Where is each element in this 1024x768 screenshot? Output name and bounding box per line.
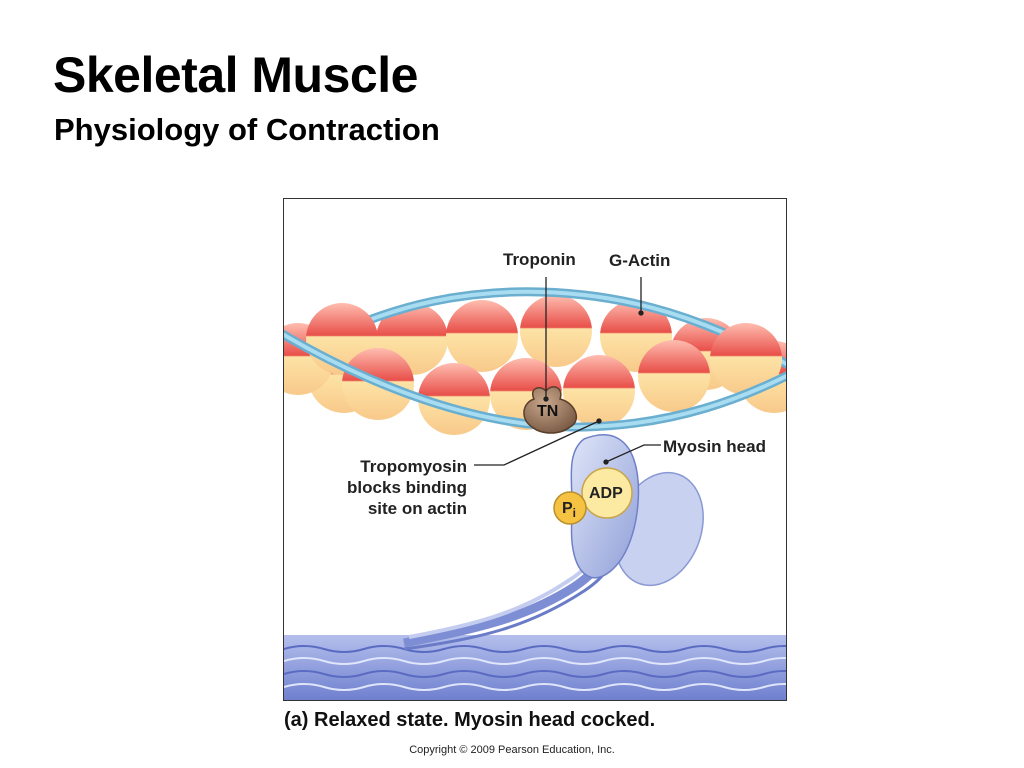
g-actin-label: G-Actin — [609, 251, 671, 270]
myosin-neck — [403, 551, 611, 651]
myosin-head-label: Myosin head — [663, 437, 766, 456]
adp-molecule — [581, 467, 633, 519]
slide-subtitle: Physiology of Contraction — [54, 112, 440, 147]
slide-title: Skeletal Muscle — [53, 47, 418, 103]
pi-main: P — [562, 500, 573, 517]
pi-sub: i — [572, 506, 577, 521]
adp-label: ADP — [589, 485, 623, 502]
pi-label: Pi — [562, 498, 576, 524]
troponin-complex — [523, 386, 578, 434]
figure-caption: (a) Relaxed state. Myosin head cocked. — [284, 709, 656, 731]
myosin-head — [570, 433, 704, 587]
tropomyosin-label-line3: site on actin — [367, 499, 467, 518]
tropomyosin-label-line2: blocks binding — [347, 478, 467, 497]
tropomyosin-label-line1: Tropomyosin — [360, 457, 467, 476]
tropomyosin-label: Tropomyosin blocks binding site on actin — [347, 456, 467, 519]
diagram-svg — [284, 277, 786, 700]
copyright-notice: Copyright © 2009 Pearson Education, Inc. — [409, 744, 615, 756]
contraction-figure: Troponin G-Actin Myosin head Tropomyosin… — [283, 198, 787, 701]
leader-lines — [474, 277, 661, 466]
phosphate-molecule — [553, 491, 587, 525]
troponin-label: Troponin — [503, 250, 576, 269]
tn-label: TN — [537, 403, 559, 420]
actin-front-row — [284, 303, 782, 435]
thick-filament — [284, 635, 786, 700]
